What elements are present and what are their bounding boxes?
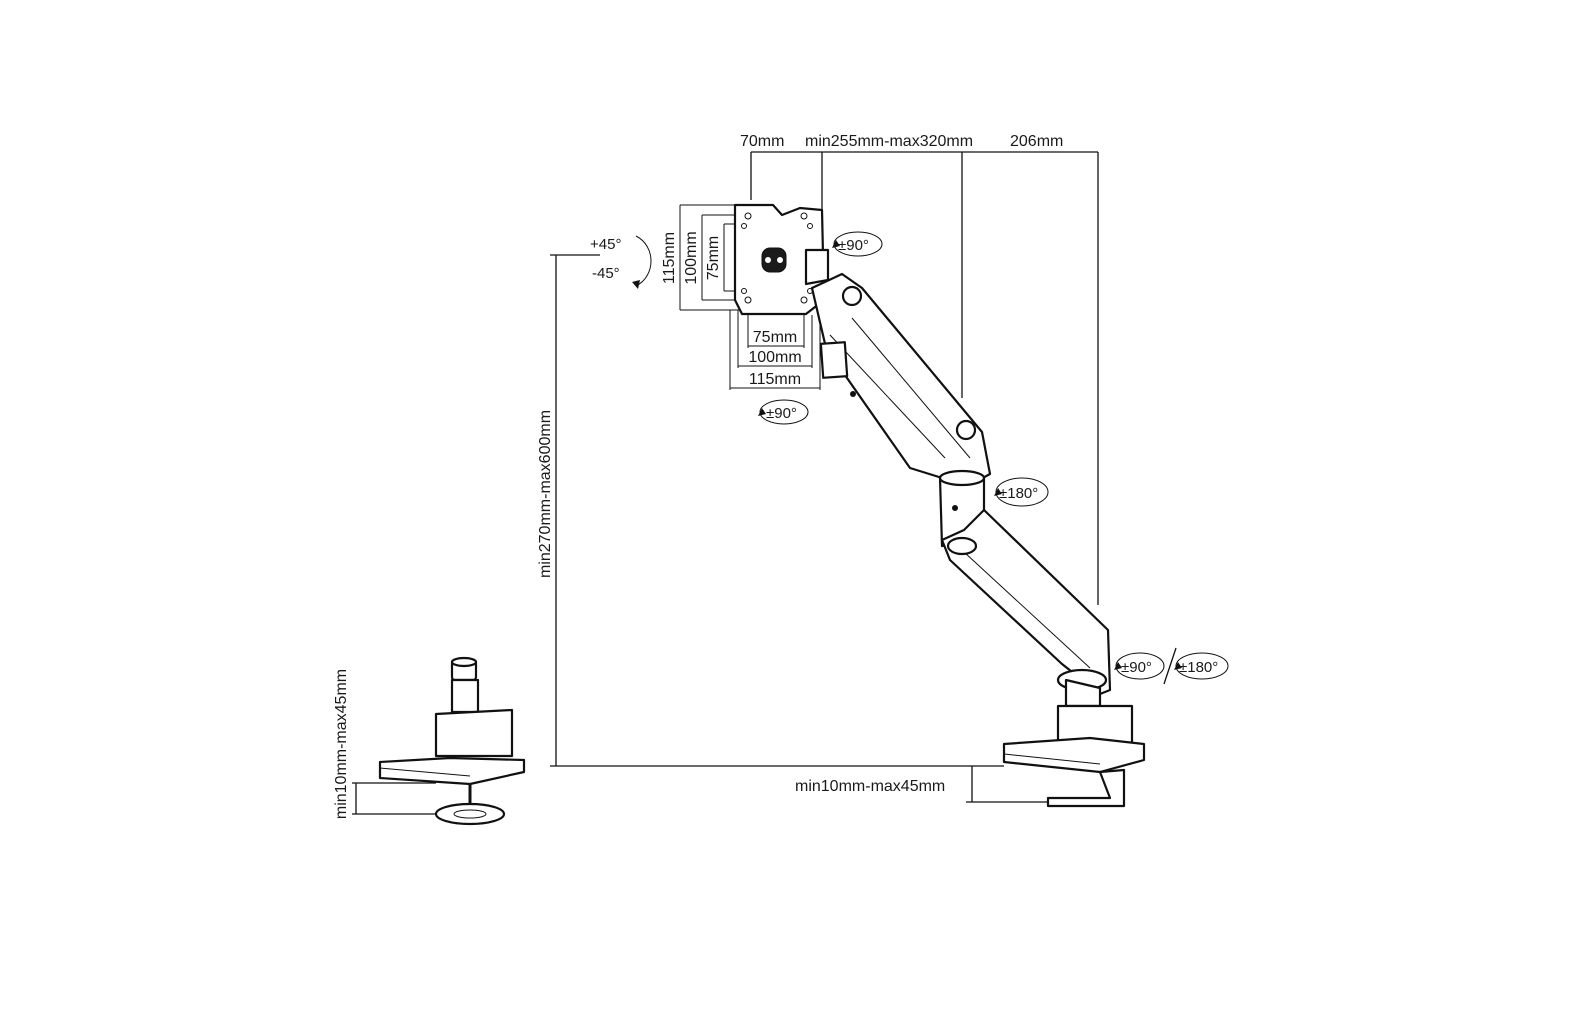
- dim-70mm: 70mm: [740, 133, 784, 150]
- dim-vesa-h-100: 100mm: [683, 231, 700, 284]
- dim-206mm: 206mm: [1010, 133, 1063, 150]
- right-desk-dimension-lines: [966, 766, 1048, 803]
- right-base-clamp: [1002, 678, 1146, 808]
- left-desk-dimension-lines: [352, 782, 436, 815]
- dim-desk-right: min10mm-max45mm: [795, 778, 945, 795]
- rotate-bottom-indicator: [758, 399, 809, 425]
- dim-height-range: min270mm-max600mm: [537, 410, 554, 578]
- base-rotation-label-b: ±180°: [1179, 659, 1218, 676]
- tilt-down-label: -45°: [592, 265, 620, 282]
- dim-vesa-w-115: 115mm: [749, 371, 801, 388]
- dim-vesa-w-75: 75mm: [753, 329, 797, 346]
- rotate-bottom-label: ±90°: [766, 405, 797, 422]
- tilt-arrow-icon: [632, 280, 640, 289]
- dim-vesa-h-75: 75mm: [705, 236, 722, 280]
- elbow-rotation-indicator: [994, 477, 1049, 507]
- dim-desk-left: min10mm-max45mm: [333, 669, 350, 819]
- base-rotation-label-a: ±90°: [1121, 659, 1152, 676]
- elbow-rotation-label: ±180°: [999, 485, 1038, 502]
- vesa-width-dimension-lines: [729, 310, 821, 390]
- lower-arm: [940, 508, 1112, 696]
- dim-vesa-h-115: 115mm: [661, 232, 678, 284]
- top-dimension-lines: [750, 151, 1099, 605]
- base-rotation-indicators: [1114, 647, 1229, 685]
- rotate-top-indicator: [832, 231, 883, 257]
- upper-arm: [810, 272, 992, 488]
- dim-arm-length: min255mm-max320mm: [805, 133, 973, 150]
- tilt-up-label: +45°: [590, 236, 621, 253]
- left-base-grommet: [378, 656, 526, 826]
- tilt-arc-icon: [635, 235, 652, 287]
- rotate-top-label: ±90°: [838, 237, 869, 254]
- dim-vesa-w-100: 100mm: [748, 349, 801, 366]
- height-dimension-lines: [550, 254, 1004, 767]
- vesa-height-dimension-lines: [679, 204, 740, 311]
